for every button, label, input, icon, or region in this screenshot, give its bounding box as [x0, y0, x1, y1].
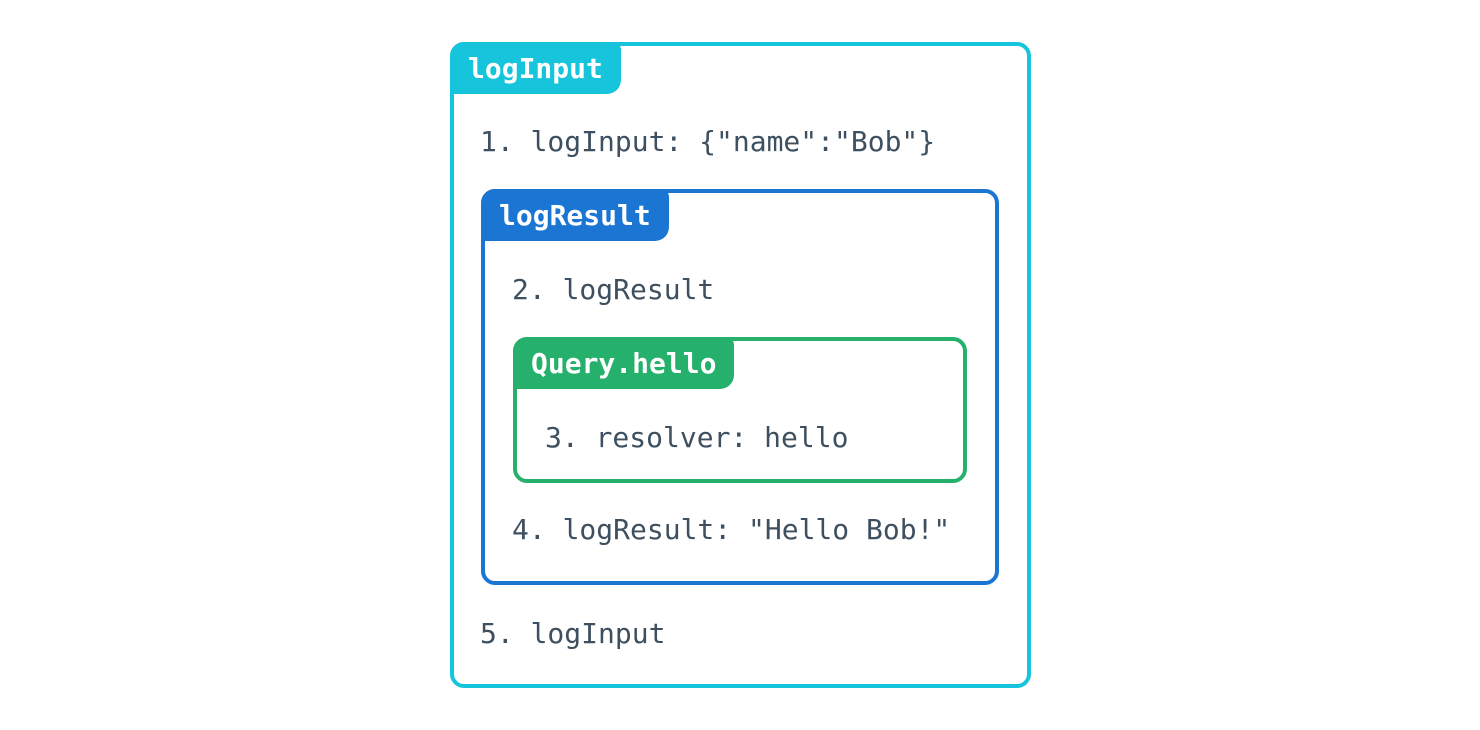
query-hello-frame [513, 337, 967, 483]
logresult-badge: logResult [481, 189, 669, 241]
loginput-frame [450, 42, 1031, 688]
step-1-loginput-enter: 1. logInput: {"name":"Bob"} [480, 125, 936, 158]
query-hello-badge: Query.hello [513, 337, 735, 389]
step-2-logresult-enter: 2. logResult [512, 273, 715, 306]
step-5-loginput-exit: 5. logInput [480, 617, 666, 650]
logresult-frame [481, 189, 999, 585]
step-4-logresult-exit: 4. logResult: "Hello Bob!" [512, 513, 951, 546]
loginput-badge: logInput [450, 42, 621, 94]
step-3-resolver: 3. resolver: hello [545, 421, 849, 454]
